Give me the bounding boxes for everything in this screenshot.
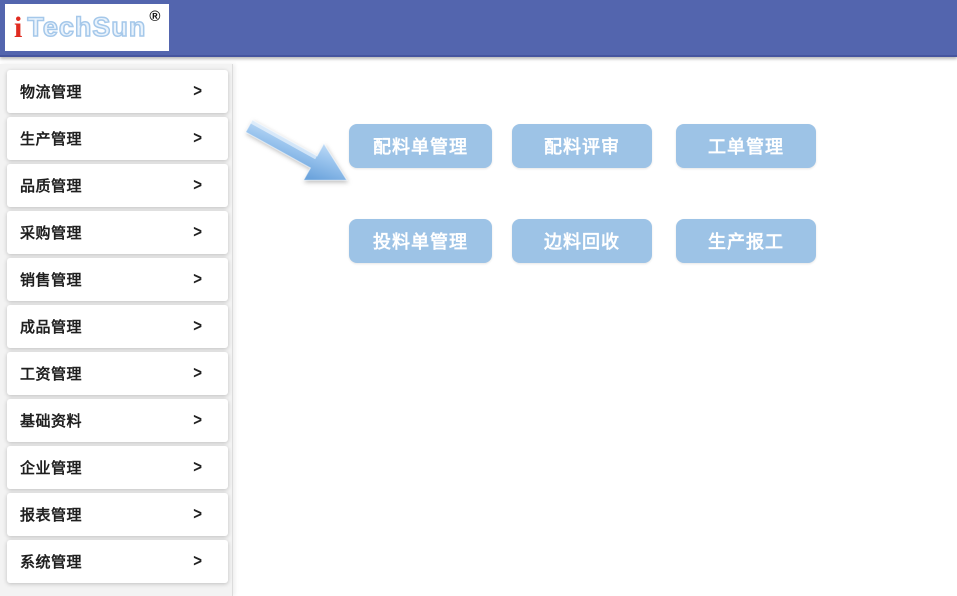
chevron-right-icon: >	[193, 128, 202, 149]
sidebar-item-finished-goods[interactable]: 成品管理 >	[7, 305, 228, 348]
chevron-right-icon: >	[193, 175, 202, 196]
sidebar-item-label: 成品管理	[20, 319, 83, 336]
sidebar-item-label: 生产管理	[20, 131, 83, 148]
logo-prefix-i: i	[14, 10, 23, 44]
sidebar-item-label: 物流管理	[20, 84, 83, 101]
chevron-right-icon: >	[193, 222, 202, 243]
sidebar-item-enterprise[interactable]: 企业管理 >	[7, 446, 228, 489]
sidebar-item-procurement[interactable]: 采购管理 >	[7, 211, 228, 254]
chevron-right-icon: >	[193, 81, 202, 102]
module-button-scrap-recycling[interactable]: 边料回收	[512, 219, 652, 263]
logo-name: TechSun	[27, 12, 147, 42]
pointer-arrow-graphic	[244, 119, 349, 181]
sidebar-item-label: 基础资料	[20, 413, 83, 430]
module-button-feeding-list-mgmt[interactable]: 投料单管理	[349, 219, 492, 263]
module-button-batching-review[interactable]: 配料评审	[512, 124, 652, 168]
sidebar-item-reports[interactable]: 报表管理 >	[7, 493, 228, 536]
sidebar-item-logistics[interactable]: 物流管理 >	[7, 70, 228, 113]
sidebar-item-label: 采购管理	[20, 225, 83, 242]
sidebar-item-payroll[interactable]: 工资管理 >	[7, 352, 228, 395]
chevron-right-icon: >	[193, 269, 202, 290]
chevron-right-icon: >	[193, 551, 202, 572]
chevron-right-icon: >	[193, 363, 202, 384]
sidebar-item-label: 品质管理	[20, 178, 83, 195]
chevron-right-icon: >	[193, 316, 202, 337]
sidebar-item-production[interactable]: 生产管理 >	[7, 117, 228, 160]
sidebar-item-sales[interactable]: 销售管理 >	[7, 258, 228, 301]
sidebar-item-label: 销售管理	[20, 272, 83, 289]
sidebar-item-system[interactable]: 系统管理 >	[7, 540, 228, 583]
module-button-work-order-mgmt[interactable]: 工单管理	[676, 124, 816, 168]
sidebar-item-quality[interactable]: 品质管理 >	[7, 164, 228, 207]
sidebar-item-label: 工资管理	[20, 366, 83, 383]
chevron-right-icon: >	[193, 457, 202, 478]
techsun-logo: i TechSun ®	[5, 4, 169, 51]
module-button-batching-list-mgmt[interactable]: 配料单管理	[349, 124, 492, 168]
sidebar-item-label: 系统管理	[20, 554, 83, 571]
sidebar-item-label: 企业管理	[20, 460, 83, 477]
header-bar: i TechSun ®	[0, 0, 957, 57]
module-button-production-reporting[interactable]: 生产报工	[676, 219, 816, 263]
registered-trademark-symbol: ®	[149, 8, 161, 25]
chevron-right-icon: >	[193, 410, 202, 431]
chevron-right-icon: >	[193, 504, 202, 525]
sidebar-menu: 物流管理 > 生产管理 > 品质管理 > 采购管理 > 销售管理 > 成品管理 …	[0, 64, 233, 596]
sidebar-item-label: 报表管理	[20, 507, 83, 524]
sidebar-item-basic-data[interactable]: 基础资料 >	[7, 399, 228, 442]
